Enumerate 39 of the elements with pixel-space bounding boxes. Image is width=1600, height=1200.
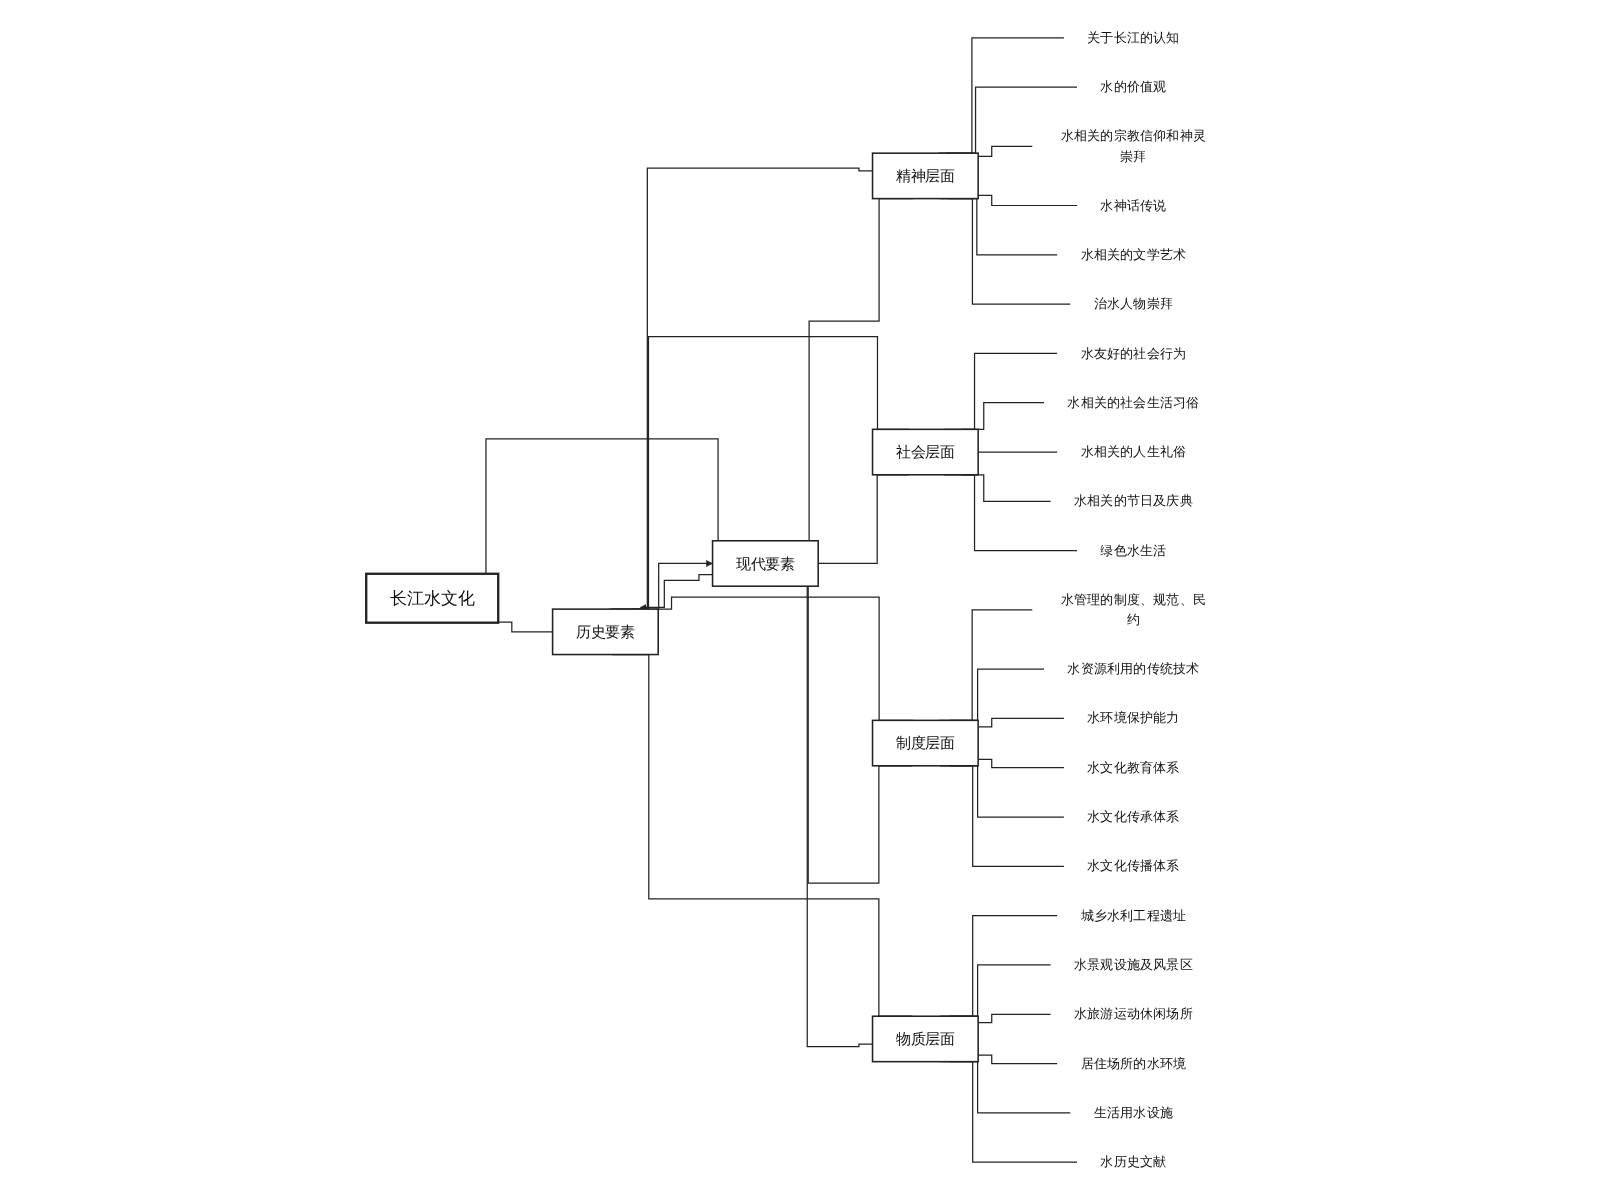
connector [977, 451, 1058, 453]
node-text: 生活用水设施 [1093, 1104, 1173, 1121]
node-text: 水文化教育体系 [1086, 759, 1180, 775]
node-text: 水文化传承体系 [1086, 808, 1180, 825]
node-text: 水历史文献 [1100, 1153, 1167, 1170]
node-box: 现代要素 [711, 540, 819, 587]
node-text: 水景观设施及风景区 [1073, 956, 1193, 973]
node-box: 制度层面 [871, 719, 979, 767]
node-text: 水相关的文学艺术 [1080, 246, 1186, 262]
connector [977, 717, 1065, 728]
node-text: 关于长江的认知 [1086, 29, 1180, 45]
node-text: 水相关的节日及庆典 [1073, 493, 1193, 509]
node-box: 社会层面 [871, 428, 979, 476]
node-text: 绿色水生活 [1100, 542, 1167, 558]
node-text: 水相关的宗教信仰和神灵崇拜 [1060, 128, 1206, 164]
node-text: 水相关的人生礼俗 [1080, 443, 1186, 460]
node-text: 居住场所的水环境 [1080, 1055, 1186, 1071]
node-text: 水环境保护能力 [1086, 710, 1180, 726]
node-text: 水文化传播体系 [1086, 858, 1180, 874]
node-box: 精神层面 [871, 152, 979, 200]
connector [977, 194, 1078, 207]
node-box: 物质层面 [871, 1015, 979, 1063]
connector [977, 145, 1033, 157]
connector [497, 621, 553, 633]
node-text: 水友好的社会行为 [1080, 345, 1186, 361]
node-box: 历史要素 [551, 608, 659, 656]
node-text: 水的价值观 [1100, 78, 1167, 95]
node-text: 治水人物崇拜 [1093, 295, 1173, 312]
node-box: 长江水文化 [364, 572, 500, 624]
connector [977, 1013, 1052, 1024]
node-text: 水管理的制度、规范、民约 [1060, 591, 1206, 627]
node-text: 水旅游运动休闲场所 [1073, 1005, 1193, 1022]
node-text: 水神话传说 [1100, 197, 1167, 213]
node-text: 城乡水利工程遗址 [1080, 907, 1186, 923]
node-text: 水相关的社会生活习俗 [1067, 394, 1200, 410]
connector [977, 758, 1065, 769]
arrow [639, 573, 713, 611]
connector [977, 1054, 1058, 1065]
node-text: 水资源利用的传统技术 [1067, 660, 1200, 677]
